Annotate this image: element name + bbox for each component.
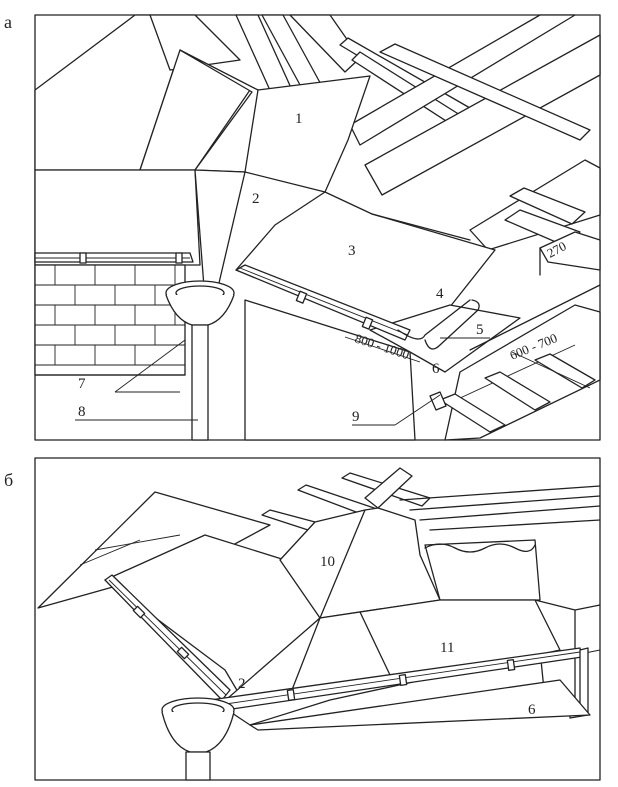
left-eave-fascia — [34, 169, 201, 266]
left-roof-planes — [37, 491, 321, 693]
callout-4: 4 — [436, 286, 444, 302]
funnel-and-downpipe-b — [161, 697, 235, 781]
left-gutter-b — [104, 574, 231, 701]
callout-3: 3 — [348, 243, 356, 259]
funnel-and-downpipe — [165, 169, 246, 441]
callout-9: 9 — [352, 409, 360, 425]
callout-2-b: 2 — [238, 676, 246, 692]
front-fascia — [249, 679, 591, 731]
valley-sheet-10 — [279, 507, 441, 619]
back-sheet — [424, 539, 541, 601]
callout-5: 5 — [476, 322, 484, 338]
drip-edge-hook — [397, 299, 480, 350]
callout-6: 6 — [432, 361, 440, 377]
front-gutter-6 — [209, 647, 589, 719]
leader-lines — [75, 336, 591, 426]
left-roof-sheets — [34, 14, 251, 171]
rafter-tails — [261, 467, 601, 531]
left-gutter — [34, 252, 194, 264]
callout-11: 11 — [440, 640, 454, 656]
underlay-sheet-9 — [369, 304, 521, 373]
callout-6-b: 6 — [528, 702, 536, 718]
panel-b-frame — [34, 457, 601, 781]
callout-1: 1 — [295, 111, 303, 127]
callout-8: 8 — [78, 404, 86, 420]
callout-2: 2 — [252, 191, 260, 207]
eave-battens — [429, 284, 601, 441]
callout-7: 7 — [78, 376, 86, 392]
panel-a: 1 2 3 4 5 6 7 8 9 270 800 - 1000 600 - 7… — [34, 14, 601, 441]
right-wall-face — [244, 299, 416, 441]
panel-a-letter: а — [4, 12, 12, 32]
panel-b-letter: б — [4, 470, 14, 490]
brick-wall — [34, 264, 186, 376]
panel-b: 10 11 2 6 — [34, 457, 601, 781]
callout-10: 10 — [320, 554, 335, 570]
eave-gutter-6 — [235, 264, 411, 341]
